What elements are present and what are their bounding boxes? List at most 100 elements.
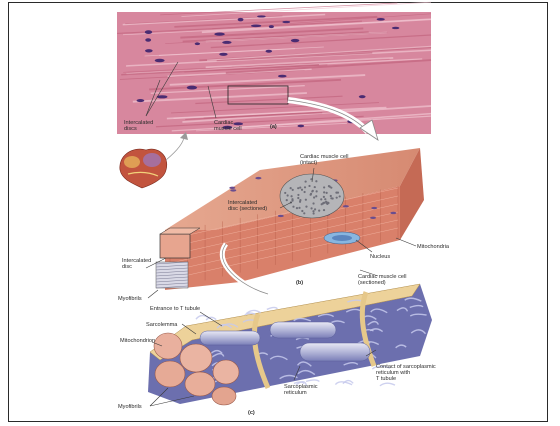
sectioned-myofibril-dot [336, 197, 338, 199]
label-mitochondrion: Mitochondrion [120, 338, 155, 344]
block-nucleus [390, 212, 396, 214]
ultrastructure-panel: Entrance to T tubule Sarcolemma Mitochon… [118, 284, 436, 416]
sectioned-myofibril-dot [310, 207, 312, 209]
micrograph-nucleus [298, 125, 305, 128]
sectioned-myofibril-dot [314, 208, 316, 210]
block-nucleus [255, 177, 261, 179]
sectioned-myofibril-dot [323, 196, 325, 198]
sectioned-myofibril-dot [297, 197, 299, 199]
block-nucleus [278, 215, 284, 217]
sectioned-myofibril-dot [292, 206, 294, 208]
sectioned-myofibril-dot [332, 197, 334, 199]
sectioned-myofibril-dot [284, 192, 286, 194]
label-t-tubule-entrance: Entrance to T tubule [150, 306, 200, 312]
micrograph-nucleus [392, 27, 399, 29]
sectioned-myofibril-dot [298, 207, 300, 209]
micrograph-nucleus [233, 122, 243, 125]
micrograph-nucleus [145, 49, 153, 52]
sectioned-myofibril-dot [301, 210, 303, 212]
micrograph-nucleus [219, 53, 227, 56]
micrograph-nucleus [266, 50, 272, 53]
panel-b-tag: (b) [296, 280, 303, 286]
sectioned-myofibril-dot [290, 187, 292, 189]
sectioned-myofibril-dot [310, 193, 312, 195]
sectioned-myofibril-dot [314, 186, 316, 188]
micrograph-nucleus [214, 33, 225, 36]
sectioned-myofibril-dot [305, 180, 307, 182]
fiber-block-panel: Cardiac muscle cell(intact) Intercalated… [118, 148, 450, 302]
sectioned-myofibril-dot [290, 195, 292, 197]
sectioned-myofibril-dot [303, 191, 305, 193]
sectioned-myofibril-dot [318, 210, 320, 212]
label-sarcolemma: Sarcolemma [146, 322, 178, 328]
sectioned-myofibril-dot [312, 210, 314, 212]
sectioned-myofibril-dot [327, 202, 329, 204]
block-nucleus [370, 217, 376, 219]
label-cell-sectioned: Cardiac muscle cell(sectioned) [358, 274, 407, 286]
micrograph-nucleus [282, 21, 290, 23]
sectioned-myofibril-dot [315, 195, 317, 197]
myofibril-cylinder [200, 331, 260, 345]
micrograph-nucleus [257, 15, 266, 17]
sectioned-myofibril-dot [323, 191, 325, 193]
block-nucleus [229, 187, 235, 189]
sectioned-myofibril-dot [297, 187, 299, 189]
sectioned-myofibril-dot [305, 199, 307, 201]
micrograph-nucleus [137, 99, 145, 102]
sectioned-myofibril-dot [312, 190, 314, 192]
intercalated-disc-cube [160, 234, 190, 258]
sectioned-myofibril-dot [308, 185, 310, 187]
heart-icon [120, 132, 188, 188]
label-myofibrils-b: Myofibrils [118, 296, 142, 302]
sectioned-myofibril-dot [304, 186, 306, 188]
micrograph-nucleus [145, 30, 152, 34]
sectioned-myofibril-dot [313, 196, 315, 198]
sectioned-myofibril-dot [324, 198, 326, 200]
label-mitochondria: Mitochondria [417, 244, 450, 250]
sectioned-myofibril-dot [323, 209, 325, 211]
label-nucleus: Nucleus [370, 254, 390, 260]
micrograph-nucleus [377, 18, 385, 21]
sectioned-myofibril-dot [286, 199, 288, 201]
sectioned-myofibril-dot [292, 189, 294, 191]
myofibril-cylinder [300, 343, 370, 361]
sectioned-myofibril-dot [323, 186, 325, 188]
micrograph-nucleus [187, 86, 197, 90]
micrograph-nucleus [251, 24, 261, 27]
sectioned-myofibril-dot [303, 212, 305, 214]
block-nucleus [343, 205, 349, 207]
sectioned-myofibril-dot [339, 195, 341, 197]
sectioned-myofibril-dot [337, 192, 339, 194]
sectioned-myofibril-dot [291, 200, 293, 202]
micrograph-nucleus [155, 59, 165, 62]
label-intercalated-disc: Intercalateddisc [122, 258, 151, 270]
sectioned-myofibril-dot [320, 198, 322, 200]
sectioned-myofibril-dot [330, 187, 332, 189]
micrograph-nucleus [222, 41, 231, 44]
micrograph-nucleus [238, 18, 244, 21]
sectioned-myofibril-dot [328, 185, 330, 187]
sectioned-myofibril-dot [326, 192, 328, 194]
micrograph-nucleus [195, 42, 200, 45]
sectioned-myofibril-dot [299, 186, 301, 188]
block-nucleus [371, 207, 377, 209]
sectioned-myofibril-dot [301, 189, 303, 191]
block-nucleus [230, 189, 236, 191]
sectioned-myofibril-dot [322, 202, 324, 204]
sectioned-myofibril-dot [305, 206, 307, 208]
panel-c-tag: (c) [248, 410, 255, 416]
myofibril-bundle [156, 262, 188, 288]
sectioned-myofibril-dot [316, 190, 318, 192]
panel-a-tag: (a) [270, 124, 277, 130]
sectioned-myofibril-dot [330, 195, 332, 197]
sectioned-myofibril-dot [312, 202, 314, 204]
reticulum-tubule [267, 307, 278, 309]
sectioned-myofibril-dot [315, 180, 317, 182]
sectioned-myofibril-dot [313, 212, 315, 214]
myofibril-cylinder [270, 322, 336, 338]
sectioned-myofibril-dot [299, 201, 301, 203]
